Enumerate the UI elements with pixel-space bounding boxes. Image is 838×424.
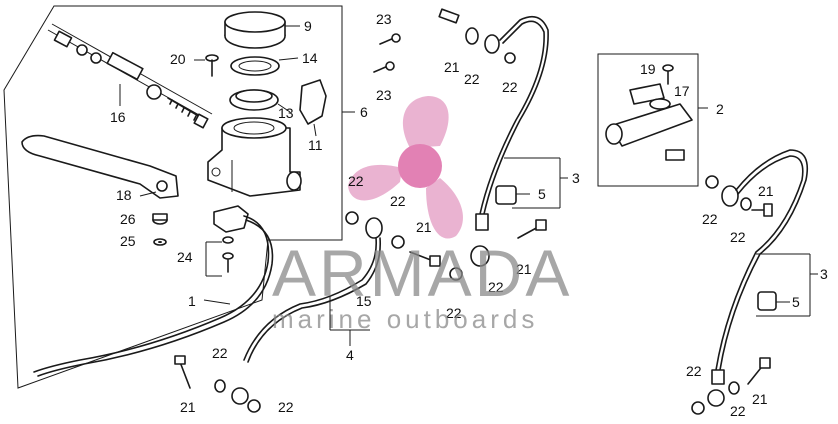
callout-14: 14 [302, 50, 318, 66]
reservoir-diaphragm [230, 56, 299, 76]
piston-seal-kit [47, 23, 213, 129]
armada-propeller-logo [348, 96, 463, 239]
callout-26: 26 [120, 211, 136, 227]
callout-17: 17 [674, 83, 690, 99]
banjo-bolt-21-upper [409, 251, 441, 267]
callout-labels: 9 14 20 13 16 11 6 18 26 25 24 1 23 23 2… [110, 11, 828, 419]
callout-16: 16 [110, 109, 126, 125]
callout-23-lower: 23 [376, 87, 392, 103]
callout-22-lower-a: 22 [212, 345, 228, 361]
clutch-lever [21, 134, 179, 199]
switch-boot [299, 79, 327, 137]
logo-hub [398, 144, 442, 188]
callout-21-lower: 21 [180, 399, 196, 415]
hose-nut-5-upper [495, 185, 530, 205]
callout-21-mid-b: 21 [516, 261, 532, 277]
callout-9: 9 [304, 18, 312, 34]
callout-22-right-b: 22 [730, 229, 746, 245]
callout-21-right-upper: 21 [758, 183, 774, 199]
callout-22-right-c: 22 [686, 363, 702, 379]
callout-4: 4 [346, 347, 354, 363]
banjo-bolt-21-right-upper [751, 203, 773, 217]
screws-24 [205, 236, 234, 277]
callout-3-right: 3 [820, 266, 828, 282]
callout-13: 13 [278, 105, 294, 121]
callout-15: 15 [356, 293, 372, 309]
watermark-subtitle: marine outboards [272, 304, 538, 334]
clutch-master-frame [3, 5, 355, 389]
slave-cylinder-frame [597, 53, 708, 187]
screw-20 [194, 54, 219, 77]
callout-2: 2 [716, 101, 724, 117]
callout-21-top: 21 [444, 59, 460, 75]
callout-21-mid-a: 21 [416, 219, 432, 235]
master-cylinder-body [207, 117, 302, 197]
clutch-switch-harness [33, 205, 274, 377]
callout-24: 24 [177, 249, 193, 265]
callout-3-upper: 3 [572, 170, 580, 186]
bolt-23-upper [379, 33, 401, 45]
washer-22-lower [214, 379, 261, 413]
callout-20: 20 [170, 51, 186, 67]
hose-upper-middle [438, 8, 568, 267]
callout-22-right-d: 22 [730, 403, 746, 419]
callout-11: 11 [308, 137, 323, 153]
callout-23-upper: 23 [376, 11, 392, 27]
reservoir-plate [229, 89, 291, 113]
callout-22-mid-a: 22 [390, 193, 406, 209]
hose-right [691, 149, 818, 415]
hose-nut-5-right [757, 291, 790, 311]
callout-21-right-lower: 21 [752, 391, 768, 407]
callout-19: 19 [640, 61, 656, 77]
callout-22-right-a: 22 [702, 211, 718, 227]
callout-1: 1 [188, 293, 196, 309]
logo-blade-right [426, 178, 463, 239]
callout-22-top-a: 22 [464, 71, 480, 87]
callout-18: 18 [116, 187, 132, 203]
callout-22-mid-c: 22 [446, 305, 462, 321]
callout-22-left-mid: 22 [348, 173, 364, 189]
logo-blade-top [402, 96, 449, 148]
washer-22-mid [345, 211, 463, 281]
logo-blade-left [348, 164, 402, 201]
banjo-bolt-21-right-lower [747, 357, 771, 385]
banjo-bolt-21-mid [517, 219, 547, 239]
callout-22-lower-b: 22 [278, 399, 294, 415]
banjo-bolt-21-lower [174, 355, 191, 389]
callout-5-right: 5 [792, 294, 800, 310]
hose-lower-middle [231, 217, 383, 405]
watermark-title: ARMADA [272, 236, 572, 310]
callout-5-upper: 5 [538, 186, 546, 202]
callout-25: 25 [120, 233, 136, 249]
callout-6: 6 [360, 104, 368, 120]
reservoir-cap [224, 11, 300, 49]
callout-22-mid-b: 22 [488, 279, 504, 295]
nut-26 [152, 213, 168, 225]
bolt-23-lower [373, 61, 395, 73]
callout-22-top-b: 22 [502, 79, 518, 95]
washer-25 [153, 238, 167, 246]
